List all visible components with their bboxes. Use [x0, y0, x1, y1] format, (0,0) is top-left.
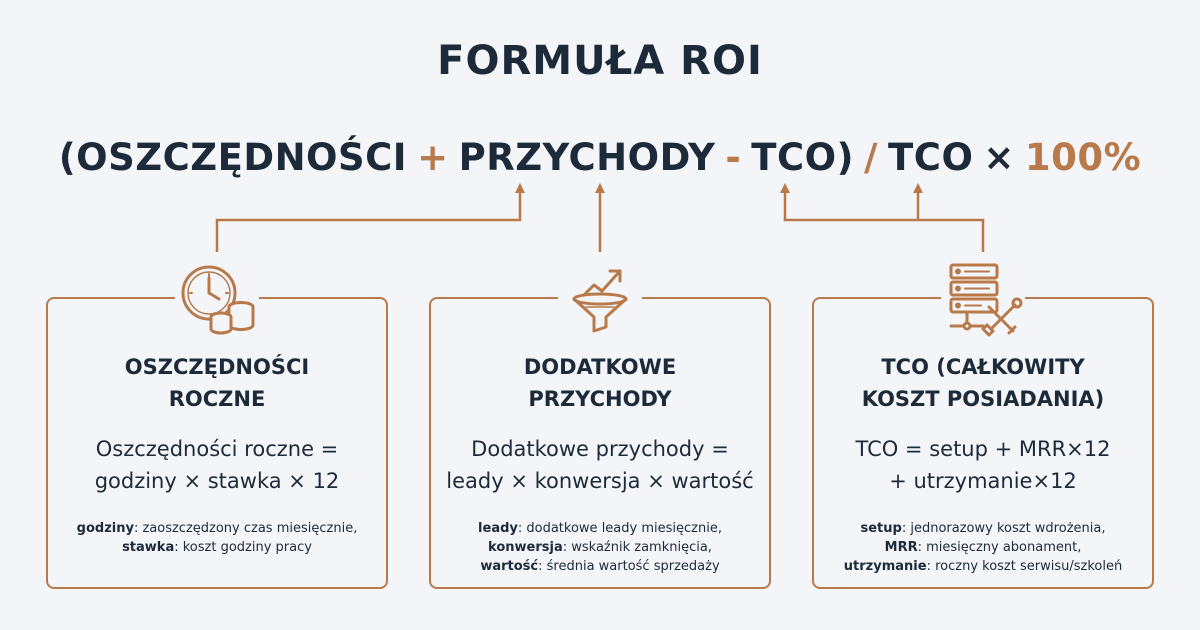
- definition-item: MRR: miesięczny abonament,: [884, 540, 1082, 555]
- clock-coins-icon: [175, 261, 259, 337]
- definition-item: leady: dodatkowe leady miesięcznie,: [478, 521, 722, 536]
- card-definitions: leady: dodatkowe leady miesięcznie, konw…: [431, 519, 769, 576]
- card-equation: Dodatkowe przychody = leady × konwersja …: [446, 437, 754, 493]
- definition-item: utrzymanie: roczny koszt serwisu/szkoleń: [843, 559, 1123, 574]
- card-equation: TCO = setup + MRR×12 + utrzymanie×12: [855, 437, 1111, 493]
- card-definitions: godziny: zaoszczędzony czas miesięcznie,…: [48, 519, 386, 557]
- card-additional-revenue: DODATKOWE PRZYCHODY Dodatkowe przychody …: [429, 261, 771, 589]
- card-tco: TCO (CAŁKOWITY KOSZT POSIADANIA) TCO = s…: [812, 261, 1154, 589]
- page-title: FORMUŁA ROI: [437, 38, 763, 84]
- card-title: TCO (CAŁKOWITY KOSZT POSIADANIA): [861, 355, 1105, 411]
- formula-savings: (OSZCZĘDNOŚCI: [58, 136, 408, 179]
- formula-tco-close: TCO): [751, 136, 855, 179]
- formula-tco: TCO: [888, 136, 974, 179]
- definition-item: setup: jednorazowy koszt wdrożenia,: [860, 521, 1106, 536]
- arrow-savings: [215, 183, 525, 252]
- formula-times: ×: [983, 136, 1015, 179]
- roi-formula: (OSZCZĘDNOŚCI+PRZYCHODY-TCO)/TCO×100%: [0, 136, 1200, 179]
- formula-slash: /: [864, 136, 879, 179]
- formula-percent: 100%: [1024, 136, 1142, 179]
- definition-item: godziny: zaoszczędzony czas miesięcznie,: [76, 521, 358, 536]
- server-tools-icon: [941, 261, 1025, 337]
- definition-item: stawka: koszt godziny pracy: [122, 540, 312, 555]
- card-title: DODATKOWE PRZYCHODY: [523, 355, 677, 411]
- funnel-growth-icon: [558, 261, 642, 337]
- formula-minus: -: [725, 136, 742, 179]
- formula-plus: +: [417, 136, 449, 179]
- arrow-tco-left: [780, 183, 985, 252]
- card-annual-savings: OSZCZĘDNOŚCI ROCZNE Oszczędności roczne …: [46, 261, 388, 589]
- definition-item: konwersja: wskaźnik zamknięcia,: [488, 540, 712, 555]
- card-definitions: setup: jednorazowy koszt wdrożenia, MRR:…: [814, 519, 1152, 576]
- card-title: OSZCZĘDNOŚCI ROCZNE: [124, 355, 310, 411]
- formula-revenue: PRZYCHODY: [458, 136, 716, 179]
- card-equation: Oszczędności roczne = godziny × stawka ×…: [94, 437, 340, 493]
- definition-item: wartość: średnia wartość sprzedaży: [480, 559, 720, 574]
